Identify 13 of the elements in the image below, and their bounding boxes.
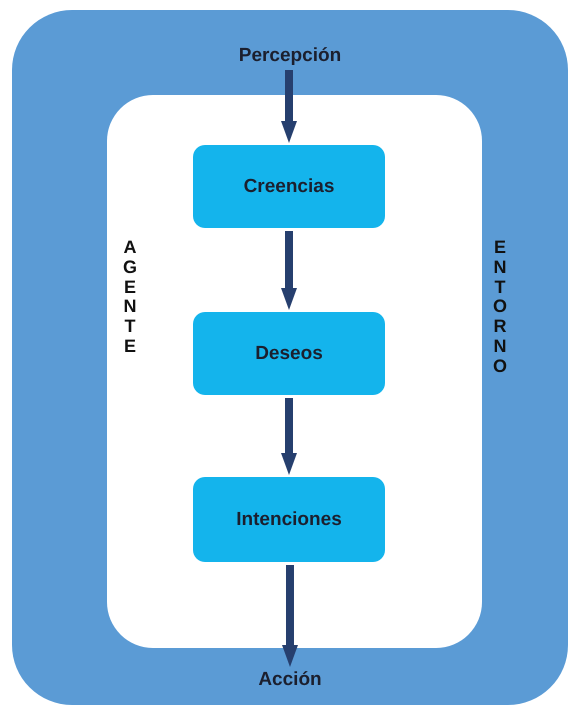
arrow (281, 70, 297, 143)
arrow (282, 565, 298, 667)
process-box: Creencias (193, 145, 385, 228)
agent-panel (107, 95, 482, 648)
process-box: Deseos (193, 312, 385, 395)
environment-panel (12, 10, 568, 705)
vertical-label: ENTORNO (492, 238, 508, 377)
action-label: Acción (258, 669, 322, 691)
arrow (281, 398, 297, 475)
vertical-label: AGENTE (122, 238, 138, 357)
arrow (281, 231, 297, 310)
process-box: Intenciones (193, 477, 385, 562)
perception-label: Percepción (238, 45, 342, 67)
